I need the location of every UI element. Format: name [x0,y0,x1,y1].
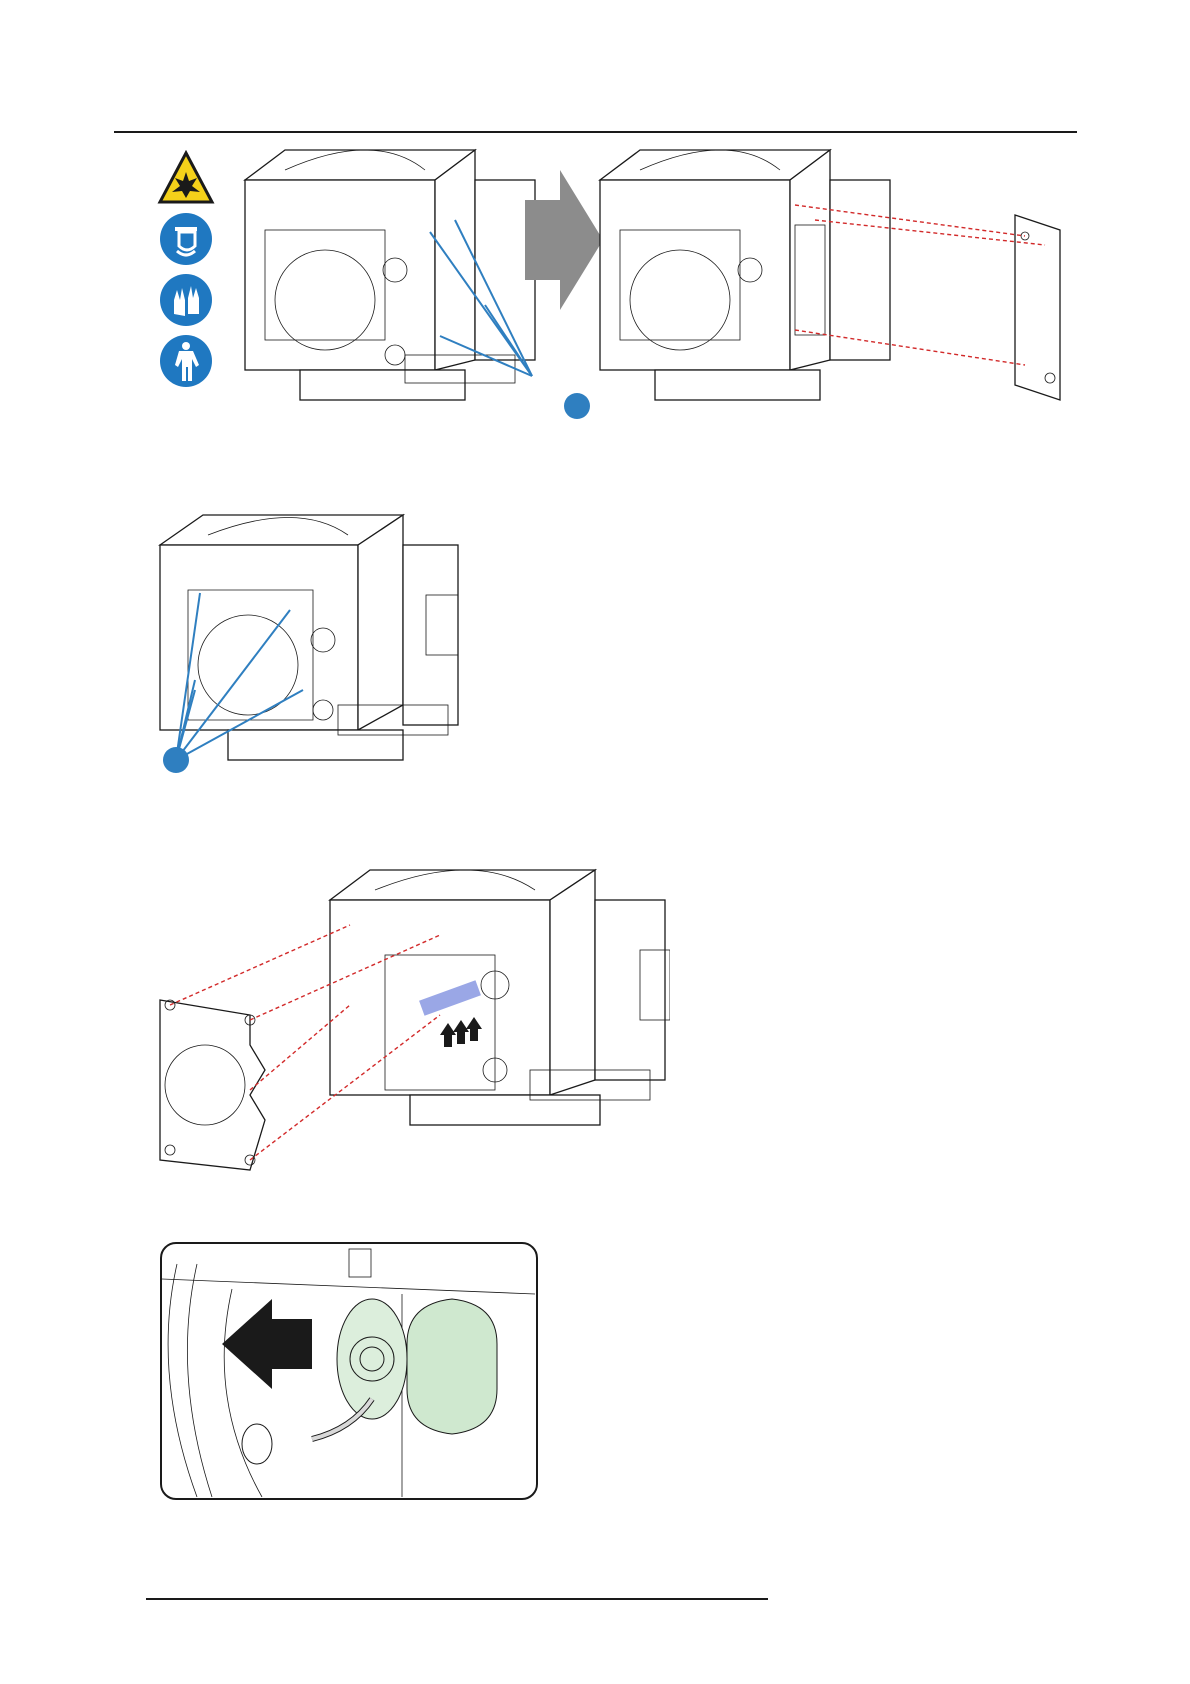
figure-release-front-plate-screws [158,505,508,775]
lamp-housing-drawing [330,870,670,1125]
footer-rule [146,1598,768,1600]
figure-remove-front-plate [150,860,670,1185]
face-shield-icon [157,211,215,267]
figure-lamp-pull-out-detail [160,1242,538,1500]
lamp-housing-drawing [245,150,535,400]
protective-clothing-icon [157,333,215,389]
header-rule [114,131,1077,133]
lamp-housing-drawing-cover-removed [600,150,890,400]
safety-symbols [157,150,215,394]
callout-marker [163,747,189,773]
big-arrow-icon [525,170,603,310]
protective-gloves-icon [157,272,215,328]
explosion-hazard-icon [157,150,215,206]
pull-direction-arrow-icon [222,1299,312,1389]
callout-marker [564,393,590,419]
figure-remove-side-cover [225,140,1085,440]
lamp-detail-drawing [162,1244,535,1497]
